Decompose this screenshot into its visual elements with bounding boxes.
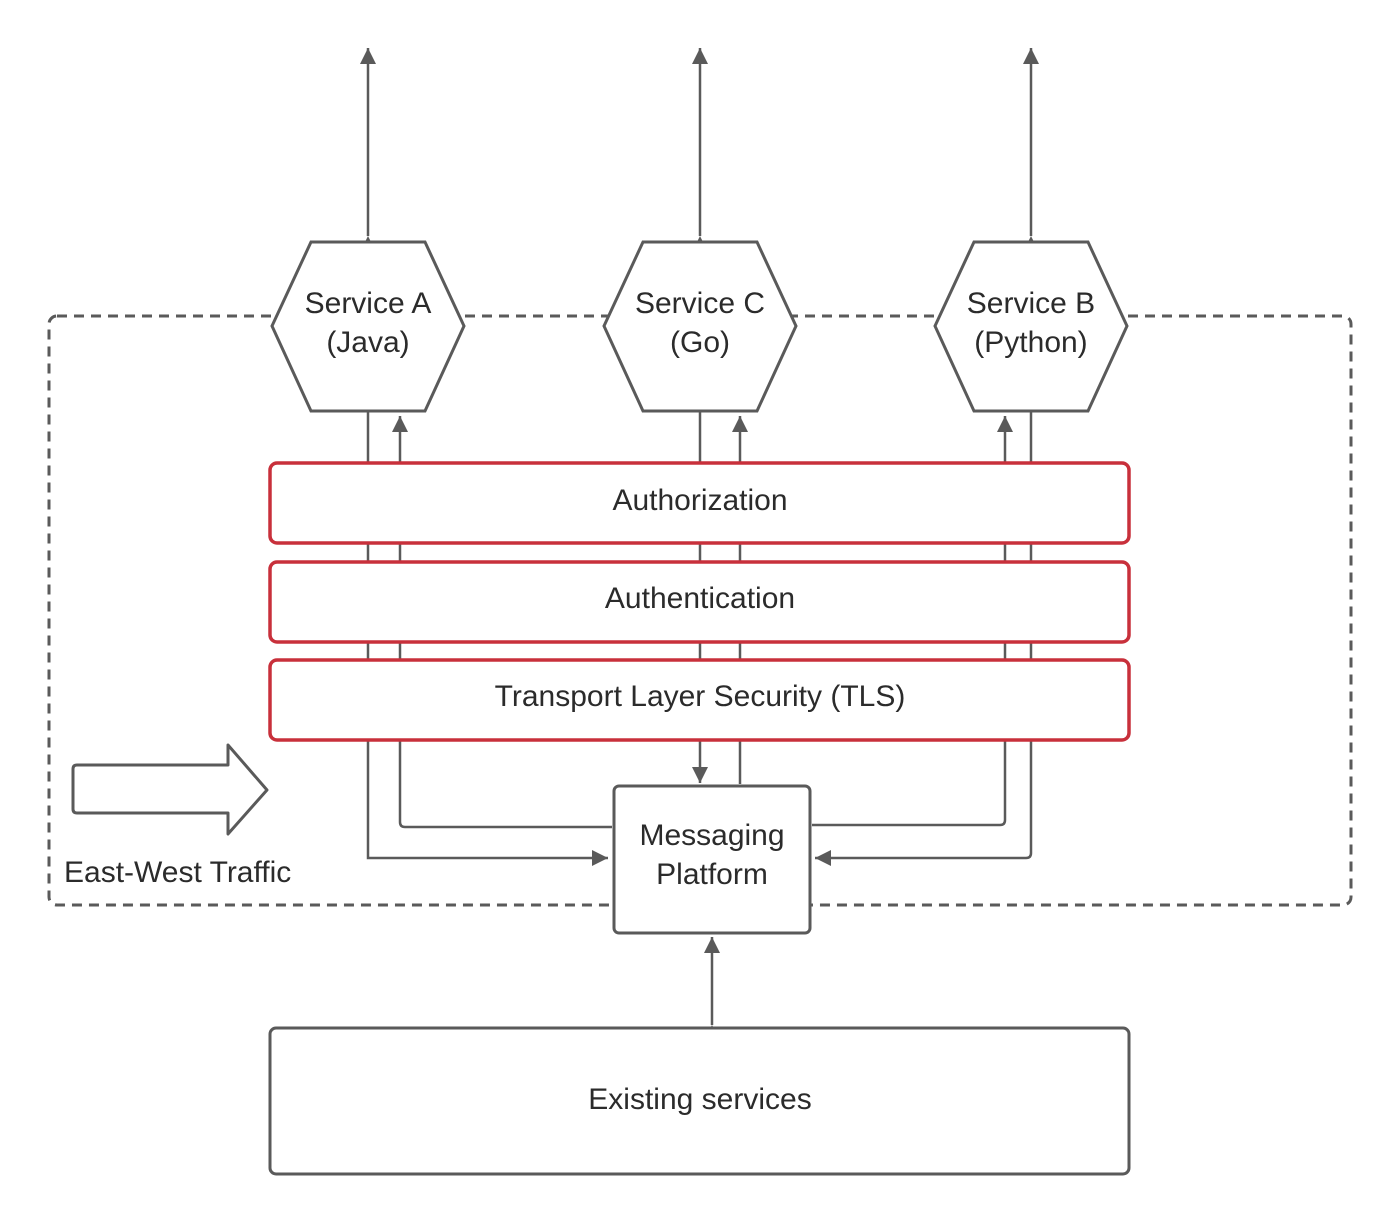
layer-authentication-label: Authentication (605, 582, 795, 615)
service-node-b: Service B (Python) (933, 240, 1129, 413)
service-b-lang: (Python) (974, 326, 1087, 359)
connector-b-up (812, 416, 1013, 827)
messaging-platform-line2: Platform (656, 858, 768, 891)
layer-tls-label: Transport Layer Security (TLS) (495, 680, 906, 713)
east-west-boundary (47, 314, 1353, 907)
existing-services: Existing services (268, 1026, 1131, 1176)
service-node-c: Service C (Go) (602, 240, 798, 413)
layer-tls: Transport Layer Security (TLS) (268, 658, 1131, 742)
connector-b-down (815, 411, 1033, 866)
east-west-traffic-label: East-West Traffic (64, 856, 291, 889)
messaging-platform-line1: Messaging (639, 819, 784, 852)
existing-services-label: Existing services (588, 1083, 811, 1116)
service-c-name: Service C (635, 287, 765, 320)
layer-authentication: Authentication (268, 560, 1131, 644)
layer-authorization-label: Authorization (612, 484, 787, 517)
service-c-lang: (Go) (670, 326, 730, 359)
service-node-a: Service A (Java) (270, 240, 466, 413)
east-west-arrow-icon (71, 743, 269, 836)
service-b-name: Service B (967, 287, 1095, 320)
connector-a-down (366, 411, 608, 866)
layer-authorization: Authorization (268, 461, 1131, 545)
connector-a-up (392, 416, 612, 829)
messaging-platform: Messaging Platform (612, 784, 812, 935)
service-a-lang: (Java) (326, 326, 409, 359)
service-a-name: Service A (305, 287, 432, 320)
